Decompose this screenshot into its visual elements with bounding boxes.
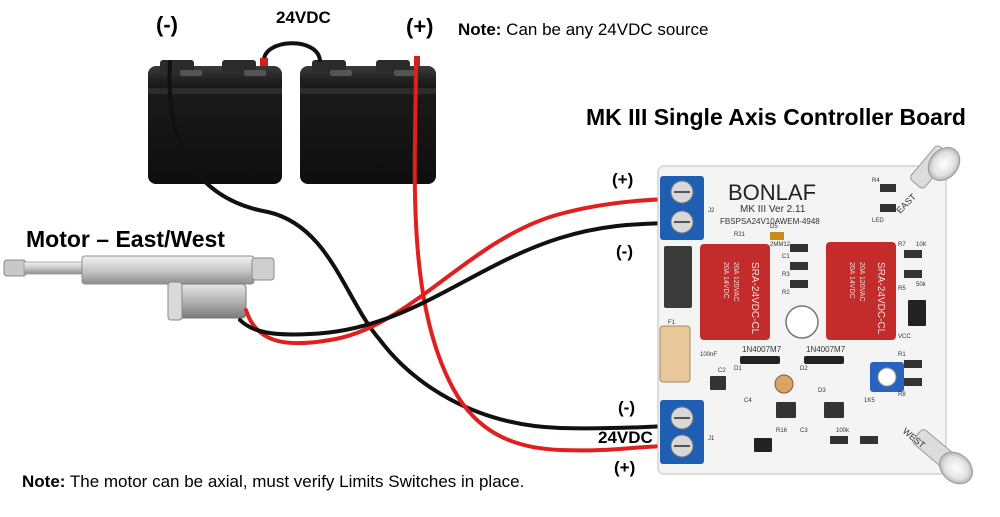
power-bottom-voltage-label: 24VDC [598, 428, 653, 447]
component-label: 10K [916, 242, 927, 248]
component-label: 100nF [700, 352, 717, 358]
power-top-positive-label: (+) [612, 170, 634, 189]
component-label: D1 [734, 366, 742, 372]
component-label: D5 [770, 224, 778, 230]
board-brand: BONLAF [728, 180, 816, 205]
diode-label-2: 1N4007M7 [806, 345, 846, 354]
component-label: D2 [800, 366, 808, 372]
power-bottom-negative-label: (-) [618, 398, 635, 417]
component-label: J2 [708, 208, 715, 214]
component-label: LED [872, 218, 884, 224]
battery-left-icon [148, 60, 282, 184]
board-title: MK III Single Axis Controller Board [586, 104, 966, 130]
component-label: F1 [668, 320, 676, 326]
wire-motor-positive [244, 197, 670, 346]
note-top-prefix: Note: [458, 20, 502, 39]
component-label: R4 [872, 178, 880, 184]
wire-battery-positive [412, 58, 670, 453]
power-top-negative-label: (-) [616, 242, 633, 261]
relay-left-label: SRA-24VDC-CL [749, 262, 760, 335]
component-label: 50k [916, 282, 927, 288]
battery-positive-label: (+) [406, 14, 434, 39]
note-bottom: Note: The motor can be axial, must verif… [22, 472, 524, 492]
component-label: C4 [744, 398, 752, 404]
component-label: J1 [708, 436, 715, 442]
note-bottom-text: The motor can be axial, must verify Limi… [65, 472, 525, 491]
component-label: R5 [898, 286, 906, 292]
controller-board-icon: SRA-24VDC-CL SRA-24VDC-CL 20A 14VDC 20A … [657, 145, 973, 485]
board-version: MK III Ver 2.11 [740, 204, 806, 215]
component-label: R1 [898, 352, 906, 358]
linear-actuator-icon [3, 255, 275, 321]
board-part-number: FBSPSA24V10AWEM-4948 [720, 217, 820, 226]
relay-left-rating-1: 20A 14VDC [722, 262, 729, 299]
component-label: C3 [800, 428, 808, 434]
relay-right-rating-2: 20A 120VAC [858, 262, 865, 302]
component-label: D3 [818, 388, 826, 394]
relay-right-label: SRA-24VDC-CL [875, 262, 886, 335]
note-top-text: Can be any 24VDC source [501, 20, 709, 39]
battery-right-icon [300, 60, 436, 184]
component-label: R8 [898, 392, 906, 398]
relay-right [826, 242, 896, 340]
component-label: R21 [734, 232, 746, 238]
battery-negative-label: (-) [156, 12, 178, 37]
component-label: 1K5 [864, 398, 875, 404]
relay-left-rating-2: 20A 120VAC [732, 262, 739, 302]
component-label: 2MM12 [770, 242, 791, 248]
component-label: R2 [782, 290, 790, 296]
power-bottom-positive-label: (+) [614, 458, 636, 477]
note-bottom-prefix: Note: [22, 472, 66, 491]
wire-battery-negative [167, 60, 670, 431]
diode-label-1: 1N4007M7 [742, 345, 782, 354]
component-label: C2 [718, 368, 726, 374]
component-label: R7 [898, 242, 906, 248]
component-label: R3 [782, 272, 790, 278]
battery-jumper-wire [262, 41, 322, 63]
light-sensor-west-icon: WEST [901, 426, 973, 485]
component-label: VCC [898, 334, 911, 340]
relay-left [700, 244, 770, 340]
component-label: 100k [836, 428, 850, 434]
component-label: C1 [782, 254, 790, 260]
motor-label: Motor – East/West [26, 226, 225, 252]
wire-motor-negative [238, 221, 670, 337]
note-top: Note: Can be any 24VDC source [458, 20, 708, 40]
battery-voltage-label: 24VDC [276, 8, 331, 27]
component-label: R16 [776, 428, 788, 434]
relay-right-rating-1: 20A 14VDC [848, 262, 855, 299]
